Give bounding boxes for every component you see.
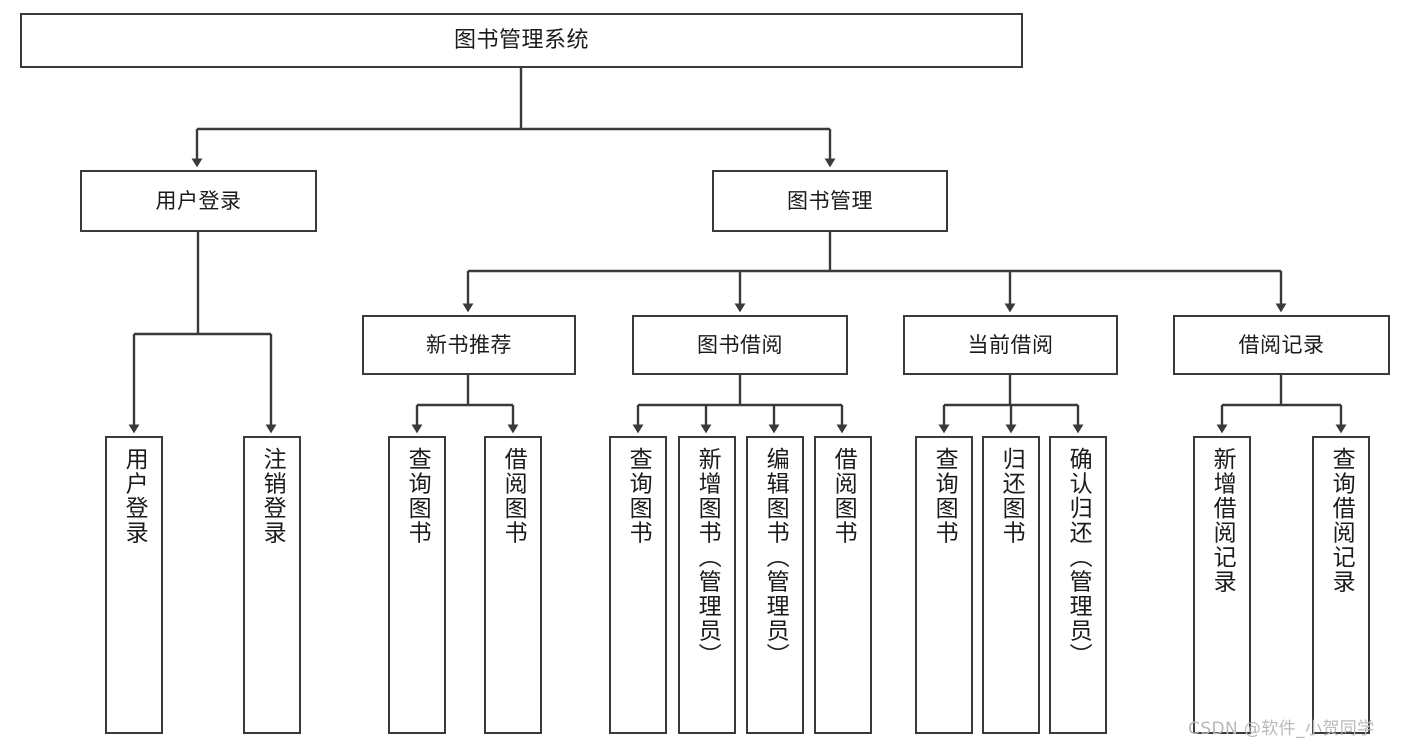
node-new-book-recommend[interactable]: 新书推荐	[362, 315, 576, 375]
leaf-br-query-record-label: 查询借阅记录	[1328, 447, 1355, 594]
node-borrow-record-label: 借阅记录	[1238, 332, 1325, 357]
leaf-nb-query-book-label: 查询图书	[404, 447, 431, 545]
node-borrow-record[interactable]: 借阅记录	[1173, 315, 1390, 375]
leaf-nb-borrow-book-label: 借阅图书	[500, 447, 527, 545]
leaf-logout[interactable]: 注销登录	[243, 436, 301, 734]
leaf-bb-borrow-book-label: 借阅图书	[830, 447, 857, 545]
leaf-bb-edit-book-admin-label: 编辑图书（管理员）	[762, 447, 789, 668]
leaf-br-add-record[interactable]: 新增借阅记录	[1193, 436, 1251, 734]
leaf-nb-borrow-book[interactable]: 借阅图书	[484, 436, 542, 734]
leaf-bb-edit-book-admin[interactable]: 编辑图书（管理员）	[746, 436, 804, 734]
leaf-nb-query-book[interactable]: 查询图书	[388, 436, 446, 734]
leaf-user-login[interactable]: 用户登录	[105, 436, 163, 734]
leaf-bb-query-book-label: 查询图书	[625, 447, 652, 545]
leaf-bb-query-book[interactable]: 查询图书	[609, 436, 667, 734]
leaf-br-add-record-label: 新增借阅记录	[1209, 447, 1236, 594]
node-book-management-label: 图书管理	[787, 188, 873, 213]
leaf-cb-query-book[interactable]: 查询图书	[915, 436, 973, 734]
node-current-borrow[interactable]: 当前借阅	[903, 315, 1118, 375]
node-book-borrow-label: 图书借阅	[697, 332, 783, 357]
csdn-watermark: CSDN @软件_小贺同学	[1188, 719, 1375, 739]
node-book-management[interactable]: 图书管理	[712, 170, 948, 232]
leaf-bb-borrow-book[interactable]: 借阅图书	[814, 436, 872, 734]
leaf-cb-query-book-label: 查询图书	[931, 447, 958, 545]
leaf-logout-label: 注销登录	[259, 447, 286, 545]
node-current-borrow-label: 当前借阅	[967, 332, 1054, 357]
leaf-cb-confirm-return-admin-label: 确认归还（管理员）	[1065, 447, 1092, 668]
node-user-login[interactable]: 用户登录	[80, 170, 317, 232]
leaf-user-login-label: 用户登录	[121, 447, 148, 545]
leaf-bb-add-book-admin-label: 新增图书（管理员）	[694, 447, 721, 668]
node-root[interactable]: 图书管理系统	[20, 13, 1023, 68]
leaf-bb-add-book-admin[interactable]: 新增图书（管理员）	[678, 436, 736, 734]
node-user-login-label: 用户登录	[155, 188, 242, 213]
node-root-label: 图书管理系统	[453, 27, 589, 53]
leaf-cb-confirm-return-admin[interactable]: 确认归还（管理员）	[1049, 436, 1107, 734]
leaf-cb-return-book-label: 归还图书	[998, 447, 1025, 545]
node-new-book-recommend-label: 新书推荐	[426, 332, 512, 357]
leaf-cb-return-book[interactable]: 归还图书	[982, 436, 1040, 734]
node-book-borrow[interactable]: 图书借阅	[632, 315, 848, 375]
leaf-br-query-record[interactable]: 查询借阅记录	[1312, 436, 1370, 734]
